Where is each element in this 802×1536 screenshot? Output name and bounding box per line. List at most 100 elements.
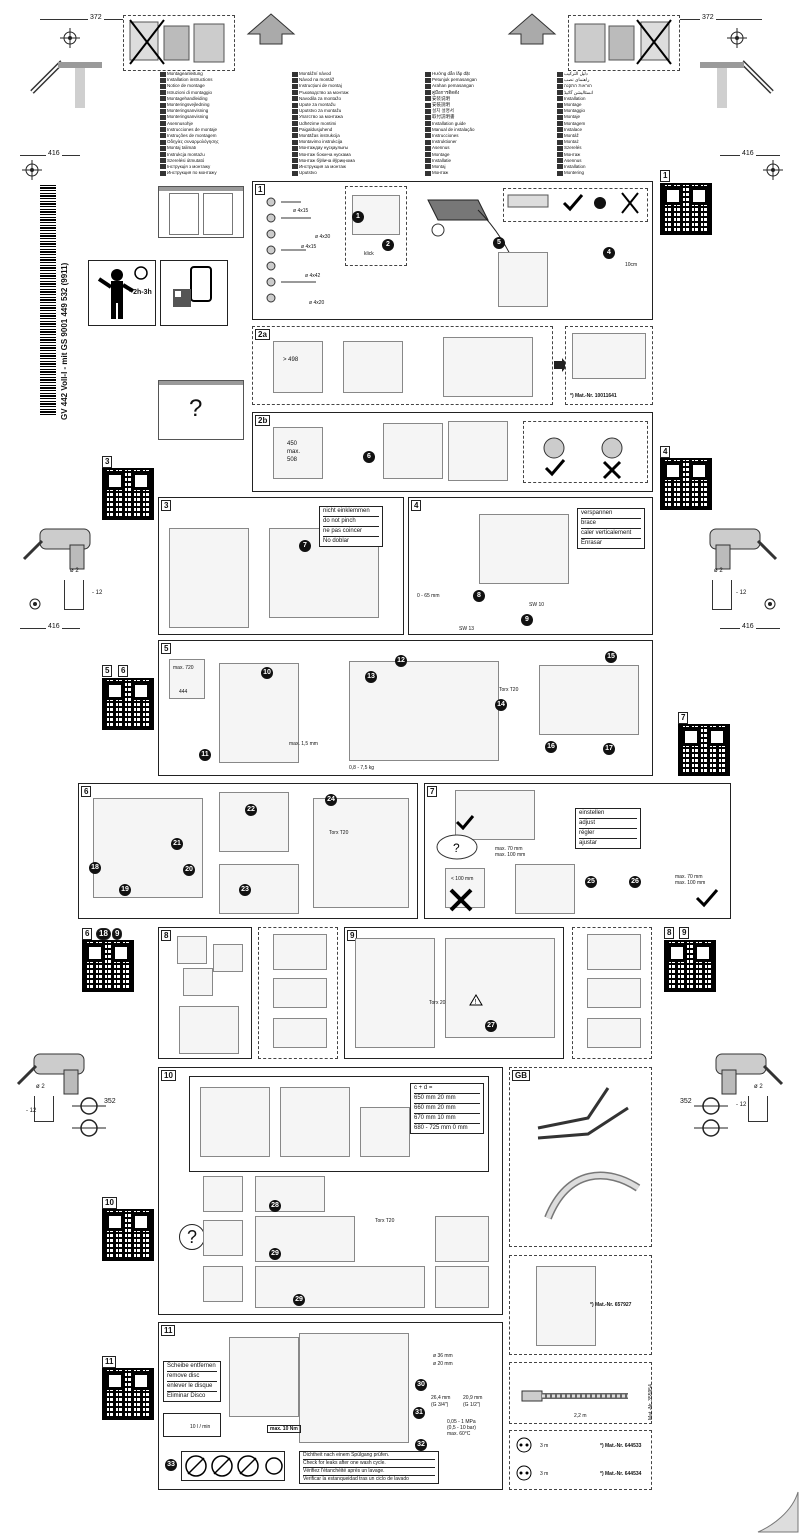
cabinet-question: ?	[158, 380, 244, 440]
screw-label-5: ø 4x20	[309, 300, 325, 306]
step-9-detail	[572, 927, 652, 1059]
language-column-1: Montageanleitung Installation instructio…	[160, 71, 284, 176]
language-column-4: دليل التركيب راهنمای نصب הוראות התקנה ان…	[557, 71, 681, 176]
dimension-bottom-left: 352	[104, 1098, 116, 1105]
qr-step-label: 6	[82, 928, 93, 940]
leak-check-line: Dichtheit nach einem Spülgang prüfen.	[303, 1452, 435, 1460]
lang-row: Szerelési útmutató	[160, 158, 284, 164]
lang-row: Монтаж боюнча нускама	[292, 151, 416, 158]
corner-sketch-3	[183, 968, 213, 996]
dimension-lower-left: 416	[46, 623, 62, 630]
time-label: ~2h-3h	[129, 289, 152, 296]
warning-line: ne pas coincer	[323, 527, 379, 537]
callout-22: 22	[245, 804, 257, 816]
lang-row: คู่มือการติดตั้ง	[425, 90, 549, 96]
hose-routing-sketch	[169, 528, 249, 628]
adjust-box: einstellen adjust régler ajustar	[575, 808, 641, 849]
lang-row: Upute za montažu	[292, 102, 416, 108]
drill-depth-left: - 12	[92, 590, 103, 596]
qr-code-1[interactable]	[660, 183, 712, 235]
lang-row: Ръководство за монтаж	[292, 90, 416, 96]
template-height: max. 720	[173, 665, 194, 671]
drill-hole-left	[64, 580, 84, 610]
dimension-label: 10cm	[625, 262, 638, 268]
callout-27: 27	[485, 1020, 497, 1032]
top-dimension-left: 372	[88, 14, 104, 21]
width-label: > 498	[283, 357, 299, 363]
lang-row: Asennusohje	[160, 121, 284, 127]
step-10-top-frame: c + d = 650 mm 20 mm 660 mm 20 mm 670 mm…	[189, 1076, 489, 1172]
qr-code-11[interactable]	[102, 1368, 154, 1420]
qr-code-5-6[interactable]	[102, 678, 154, 730]
callout-23: 23	[239, 884, 251, 896]
gap-max-3: max. 70 mm	[675, 874, 703, 880]
drill-icon-left	[22, 528, 91, 570]
lang-row: Arahan pemasangan	[425, 83, 549, 89]
step-number: 2b	[255, 415, 271, 426]
torx-label: Torx T20	[375, 1218, 395, 1224]
door-panel-sketch	[219, 663, 299, 763]
lang-row: Упатство за монтажа	[292, 114, 416, 120]
step-number: 11	[161, 1325, 176, 1336]
check-detail	[523, 421, 648, 483]
hose-set-panel: 3 m *) Mat.-Nr. 644533 3 m *) Mat.-Nr. 6…	[509, 1430, 652, 1490]
torx-label: Torx T20	[329, 830, 349, 836]
adjust-line: ajustar	[579, 840, 598, 846]
qr-code-8-9[interactable]	[664, 940, 716, 992]
height-sketch	[273, 427, 323, 479]
cd-row: 650 mm 20 mm	[414, 1094, 480, 1104]
door-gap-sketch	[179, 1006, 239, 1054]
lang-row: Монтаж	[425, 170, 549, 176]
drill-icon-lower-left	[16, 1053, 85, 1095]
lang-row: Instalace	[557, 127, 681, 133]
qr-code-6[interactable]	[82, 940, 134, 992]
socket-icon	[516, 1437, 532, 1453]
lang-row: Montagem	[557, 121, 681, 127]
pressure-line: 0,05 - 1 MPa	[447, 1419, 476, 1425]
callout-24: 24	[325, 794, 337, 806]
cd-row: c + d =	[414, 1084, 480, 1094]
lang-row: Instrucțiuni de montaj	[292, 83, 416, 89]
lang-row: Montaż	[557, 139, 681, 145]
top-dimension-right: 372	[700, 14, 716, 21]
gap-label: max. 1,5 mm	[289, 741, 318, 747]
step-number: GB	[512, 1070, 530, 1081]
drill-diameter-lower-right: ø 2	[754, 1084, 763, 1090]
callout-14: 14	[495, 699, 507, 711]
gb-material-number: *) Mat.-Nr. 657927	[590, 1302, 632, 1308]
callout-7: 7	[299, 540, 311, 552]
callout-2: 2	[382, 239, 394, 251]
callout-21: 21	[171, 838, 183, 850]
language-column-2: Montážní návod Návod na montáž Instrucți…	[292, 71, 416, 176]
callout-16: 16	[545, 741, 557, 753]
qr-step-label: 5	[102, 665, 113, 677]
cabinet-opening	[273, 341, 323, 393]
drill-diameter-lower-left: ø 2	[36, 1084, 45, 1090]
lang-row: Montáž	[557, 133, 681, 139]
qr-code-7[interactable]	[678, 724, 730, 776]
worktop-check-detail	[503, 188, 648, 222]
callout-32: 32	[415, 1439, 427, 1451]
callout-1: 1	[352, 211, 364, 223]
cd-row: 680 - 725 mm 0 mm	[414, 1125, 468, 1131]
t-mark-top-right	[700, 62, 744, 68]
step-7-panel: 7 max. 70 mm max. 100 mm ? < 100 mm eins…	[424, 783, 731, 919]
lang-row: Montage	[557, 102, 681, 108]
callout-31: 31	[413, 1407, 425, 1419]
lang-row: Installation	[557, 164, 681, 170]
hose-material-2: *) Mat.-Nr. 644534	[600, 1471, 642, 1477]
qr-code-10[interactable]	[102, 1209, 154, 1261]
arrow-right-icon	[554, 358, 568, 372]
lang-row: Monteringsanvisning	[160, 108, 284, 114]
step-number: 4	[411, 500, 422, 511]
gb-panel-2: *) Mat.-Nr. 657927	[509, 1255, 652, 1355]
flow-rate-box: 10 l / min	[163, 1413, 221, 1437]
dishwasher-front	[383, 423, 443, 479]
lang-row: Installatie	[425, 158, 549, 164]
callout-5: 5	[493, 237, 505, 249]
drain-connection-sketch	[229, 1337, 299, 1417]
step-number: 7	[427, 786, 438, 797]
qr-code-4[interactable]	[660, 458, 712, 510]
brace-line: caler verticalement	[581, 529, 641, 539]
qr-code-3[interactable]	[102, 468, 154, 520]
